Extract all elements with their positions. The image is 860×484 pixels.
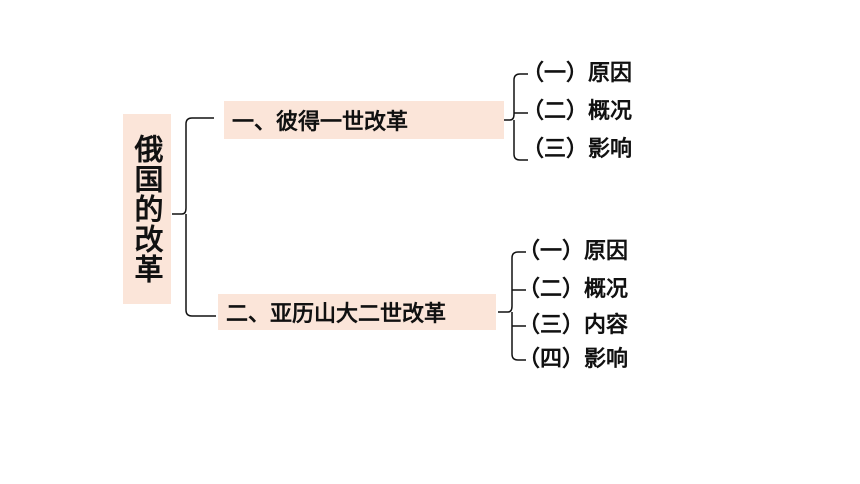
root-node: 俄国的改革 xyxy=(123,114,171,304)
leaf-1-3: （三）影响 xyxy=(522,137,633,162)
branch2-bracket xyxy=(498,251,526,361)
branch-label-2: 二、亚历山大二世改革 xyxy=(226,302,447,327)
branch-node-1: 一、彼得一世改革 xyxy=(224,101,504,139)
branch1-bracket xyxy=(498,73,528,161)
root-label: 俄国的改革 xyxy=(130,134,164,284)
branch-node-2: 二、亚历山大二世改革 xyxy=(218,294,496,330)
leaf-2-4: （四）影响 xyxy=(518,347,629,372)
leaf-2-2: （二）概况 xyxy=(518,277,629,302)
leaf-2-3: （三）内容 xyxy=(518,313,629,338)
branch-label-1: 一、彼得一世改革 xyxy=(232,110,409,135)
root-bracket xyxy=(172,117,216,317)
leaf-1-2: （二）概况 xyxy=(522,99,633,124)
leaf-1-1: （一）原因 xyxy=(522,61,633,86)
leaf-2-1: （一）原因 xyxy=(518,239,629,264)
